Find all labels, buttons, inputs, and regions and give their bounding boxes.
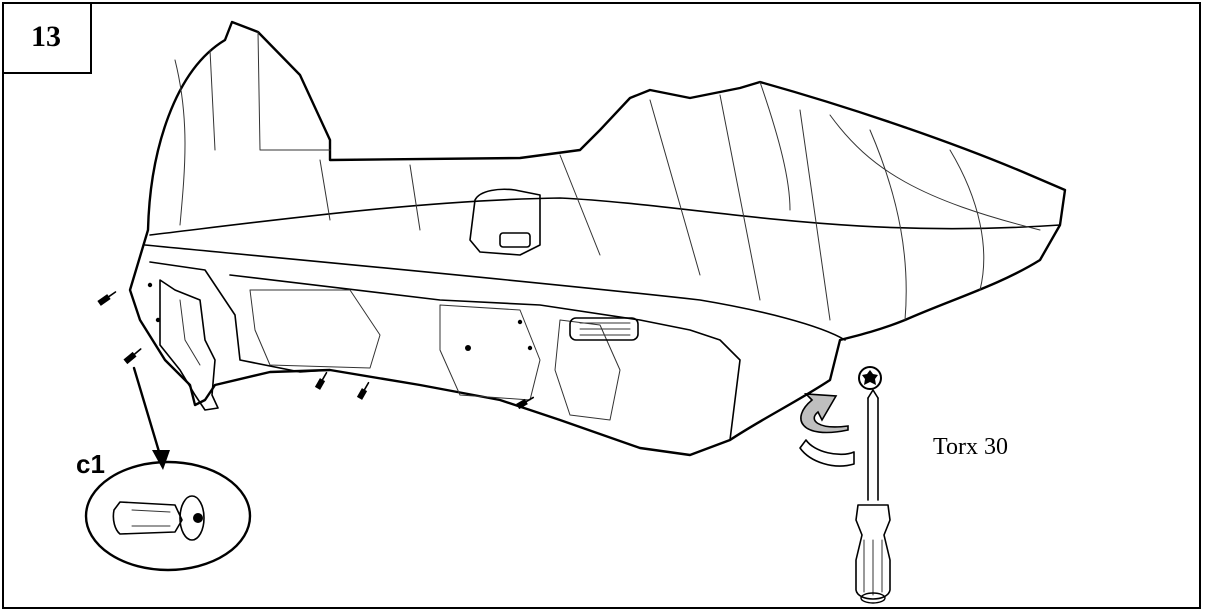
rotation-arrow-icon: [799, 393, 855, 467]
callout-circle: [84, 460, 252, 572]
step-number: 13: [31, 20, 61, 53]
rear-bumper: [128, 20, 1067, 457]
torx-bit-icon: [858, 366, 882, 390]
screwdriver-icon: [855, 389, 891, 604]
leader-arrow: [132, 366, 170, 470]
screw-icons: [97, 291, 535, 410]
tool-label: Torx 30: [933, 434, 1008, 460]
step-number-box: 13: [2, 2, 92, 74]
callout-label: c1: [76, 449, 105, 479]
